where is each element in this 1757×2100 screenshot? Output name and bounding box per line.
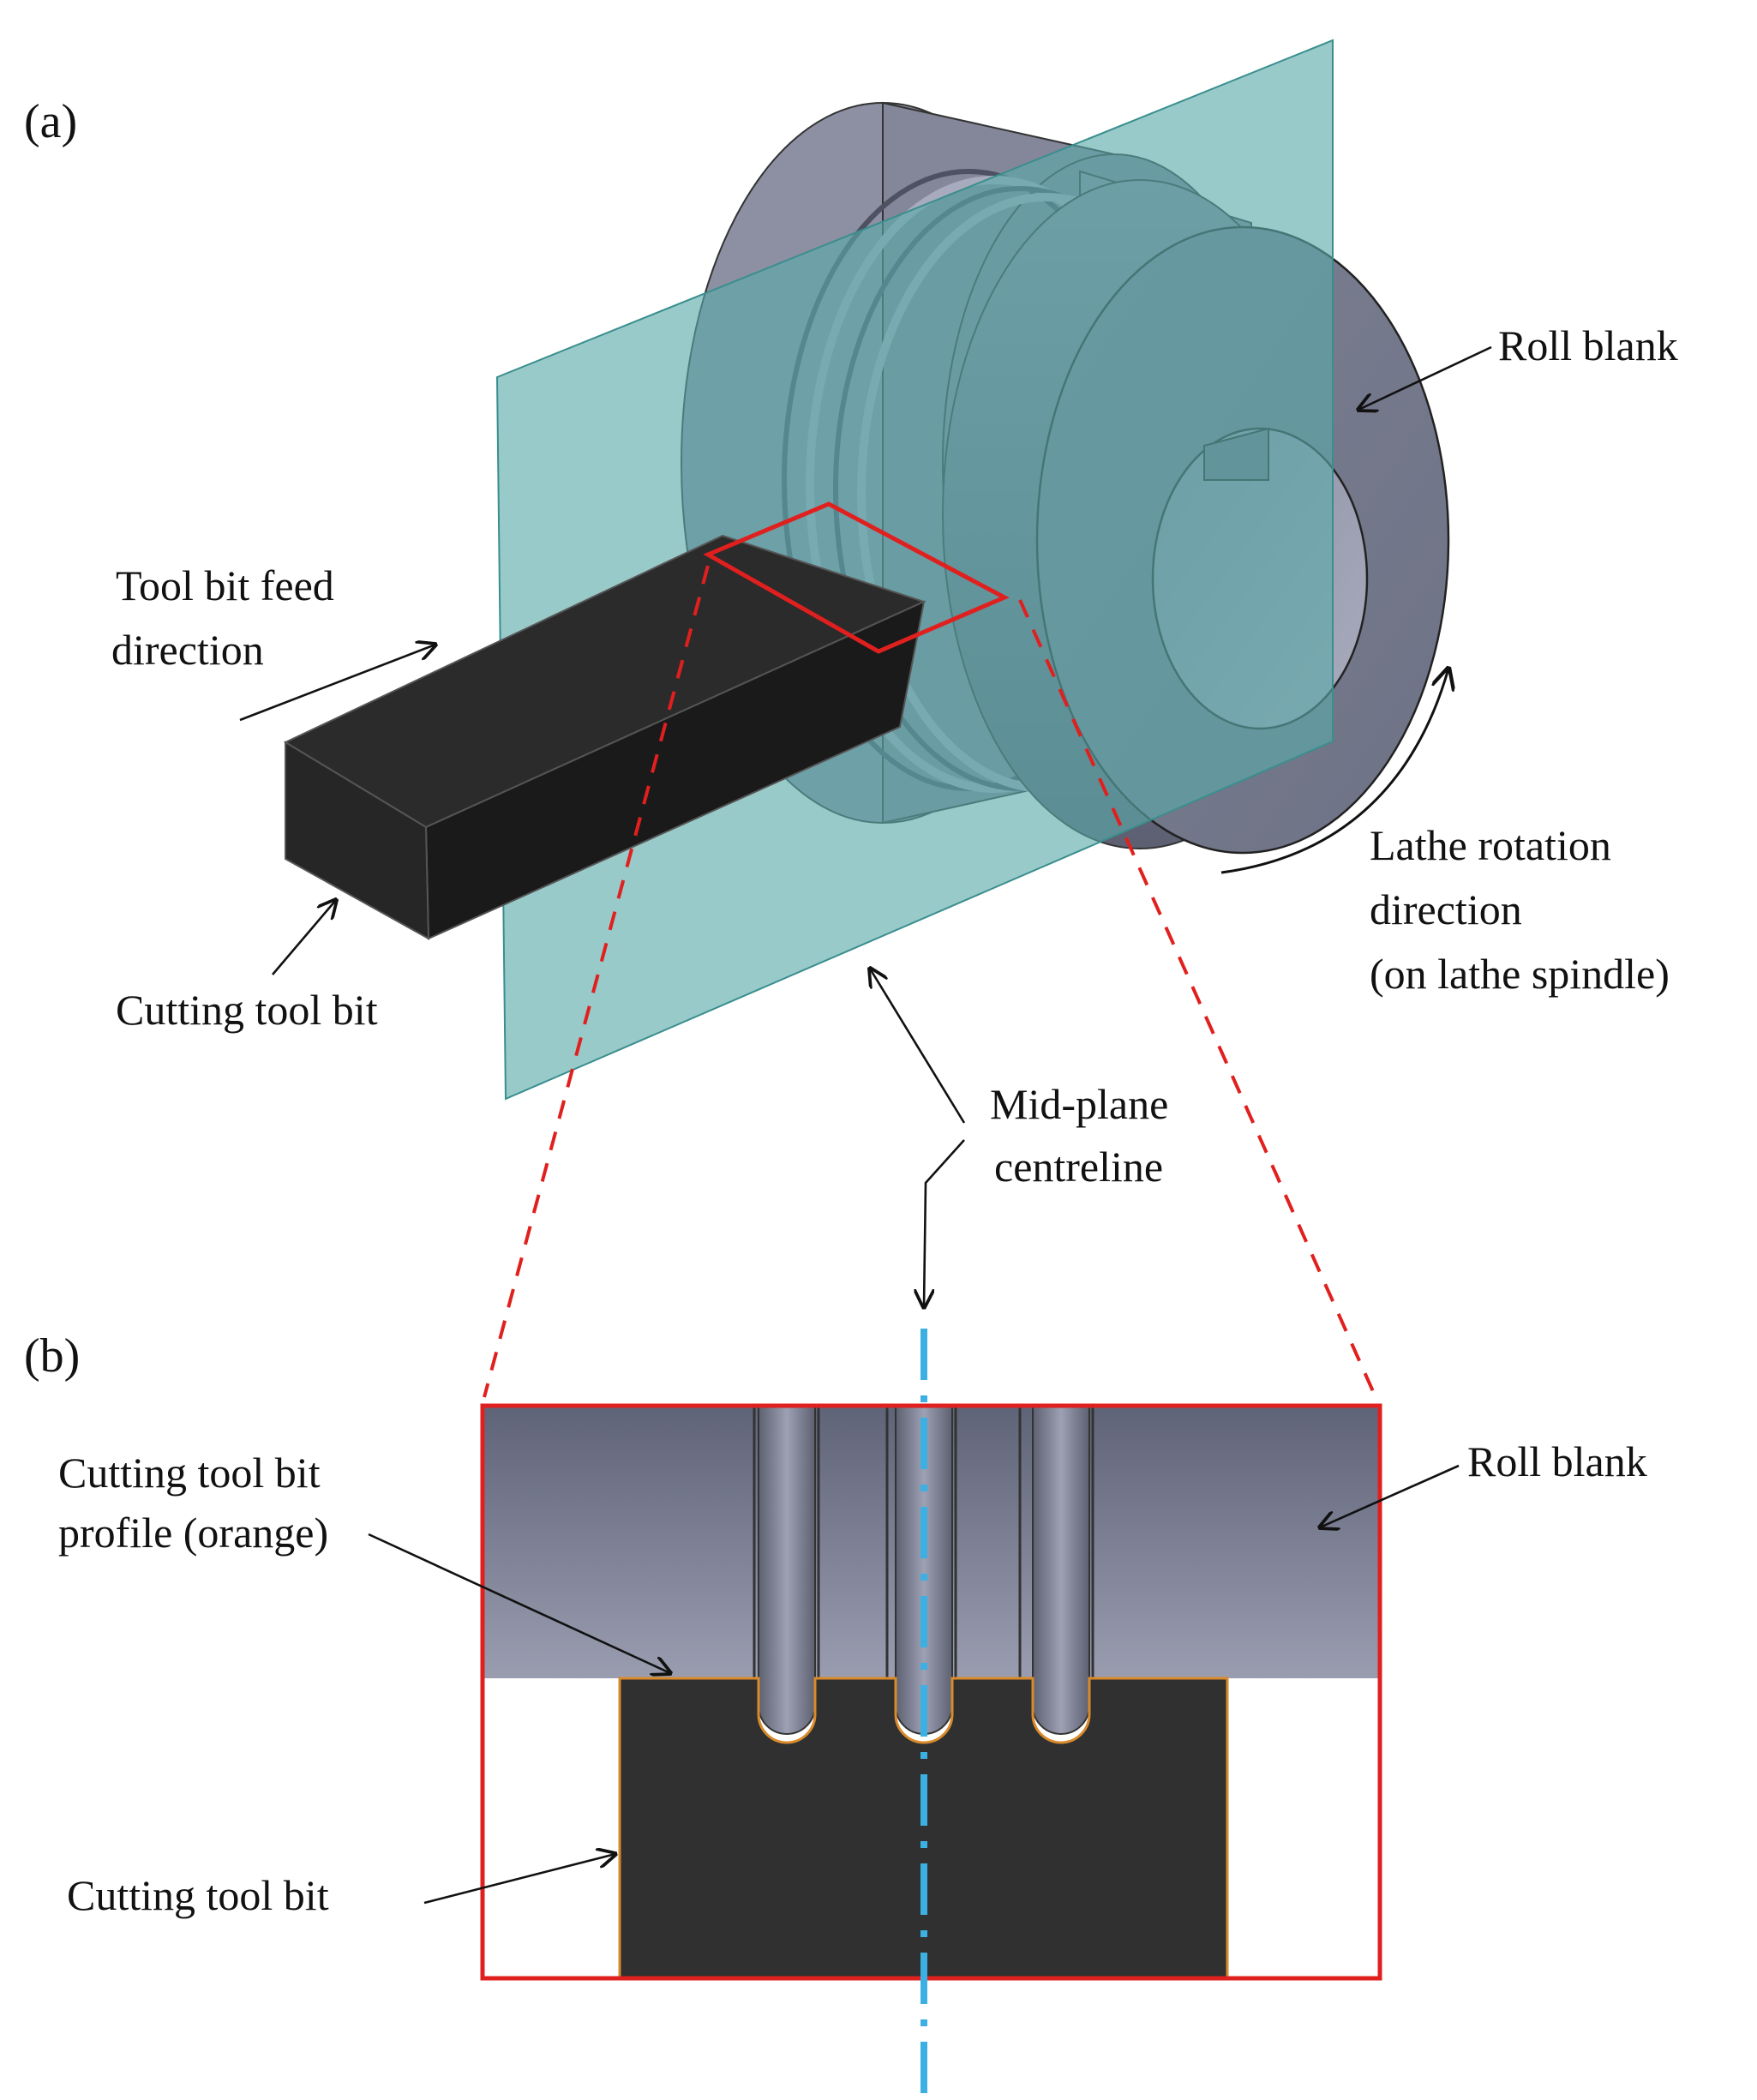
zoom-guide-right (1018, 599, 1377, 1398)
label-midplane-2: centreline (994, 1143, 1163, 1191)
label-profile-1: Cutting tool bit (58, 1449, 321, 1497)
label-lathe-rotation-3: (on lathe spindle) (1370, 950, 1670, 998)
label-cutting-tool-bit-b: Cutting tool bit (67, 1871, 329, 1919)
label-tool-feed-2: direction (111, 626, 264, 674)
arrow-roll-blank-b (1320, 1464, 1460, 1527)
arrow-midplane-to-centreline (924, 1139, 965, 1307)
cutting-tool-bit-section (618, 1677, 1229, 1980)
label-roll-blank-b: Roll blank (1467, 1437, 1647, 1485)
label-profile-2: profile (orange) (58, 1509, 328, 1557)
groove-1 (758, 1405, 816, 1735)
arrow-roll-blank-a (1358, 345, 1492, 410)
label-tool-feed-1: Tool bit feed (116, 561, 334, 609)
panel-b: (b) Roll blank Cutting tool bit profile … (24, 1329, 1647, 2100)
zoom-region-a (703, 501, 1010, 654)
label-midplane-1: Mid-plane (990, 1080, 1168, 1128)
arrow-cutting-tool-bit-a (272, 900, 336, 975)
zoom-frame-b (480, 1403, 1382, 1981)
label-lathe-rotation-1: Lathe rotation (1370, 821, 1611, 869)
arrow-lathe-rotation (1220, 669, 1448, 874)
label-cutting-tool-bit-a: Cutting tool bit (116, 986, 378, 1034)
arrow-cutting-tool-bit-b (423, 1854, 615, 1905)
cutting-tool-bit-3d (283, 534, 926, 940)
tool-bit-end (285, 741, 430, 940)
panel-b-label: (b) (24, 1329, 80, 1383)
groove-fins (753, 1406, 1094, 1678)
arrow-midplane-to-plane (870, 969, 966, 1124)
zoom-guide-left (483, 565, 710, 1398)
panel-a: (a) (24, 39, 1678, 1307)
groove-3 (1032, 1405, 1090, 1735)
arrow-profile (368, 1533, 670, 1673)
label-lathe-rotation-2: direction (1370, 885, 1522, 933)
panel-a-label: (a) (24, 95, 77, 148)
label-roll-blank-a: Roll blank (1498, 321, 1678, 369)
arrow-tool-feed (239, 645, 435, 722)
